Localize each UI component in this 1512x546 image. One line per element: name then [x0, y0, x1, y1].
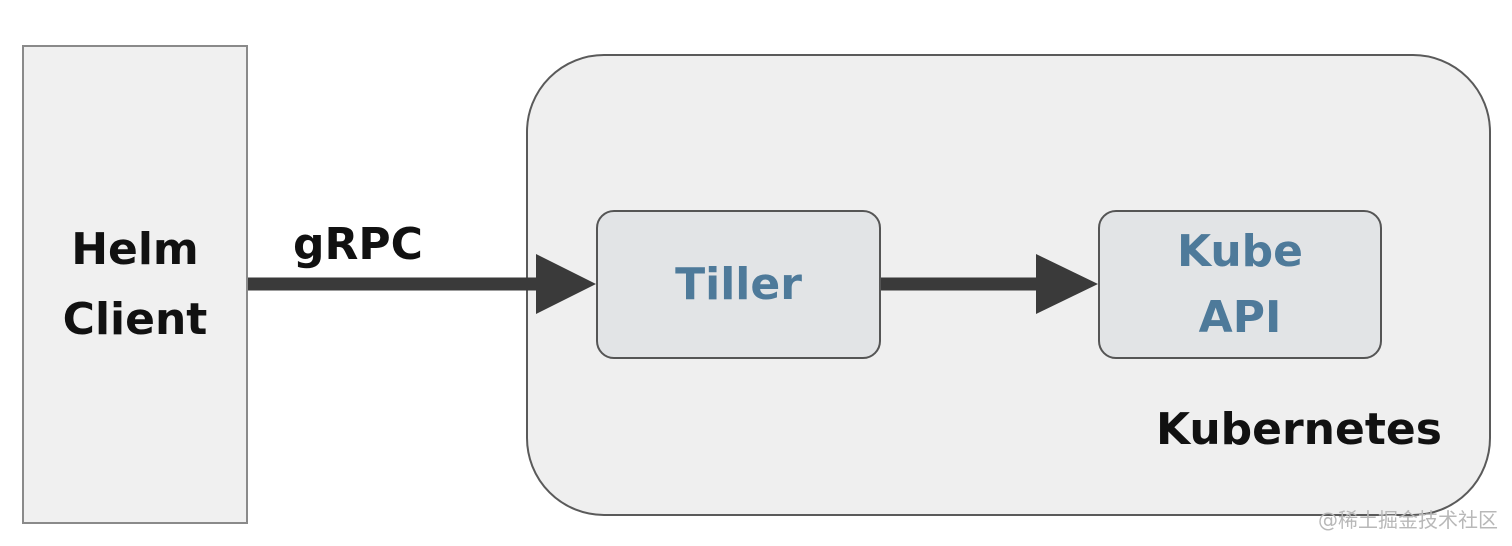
grpc-label: gRPC — [293, 219, 423, 270]
helm-client-box: Helm Client — [22, 45, 248, 524]
kube-api-label-line2: API — [1198, 291, 1282, 343]
watermark-text: @稀土掘金技术社区 — [1318, 508, 1498, 532]
tiller-label: Tiller — [675, 258, 802, 310]
helm-client-label-line2: Client — [62, 293, 208, 345]
helm-client-label-line1: Helm — [71, 223, 199, 275]
kubernetes-label: Kubernetes — [1156, 404, 1442, 455]
kube-api-label-line1: Kube — [1177, 225, 1303, 277]
kube-api-node: Kube API — [1098, 210, 1382, 359]
tiller-node: Tiller — [596, 210, 881, 359]
